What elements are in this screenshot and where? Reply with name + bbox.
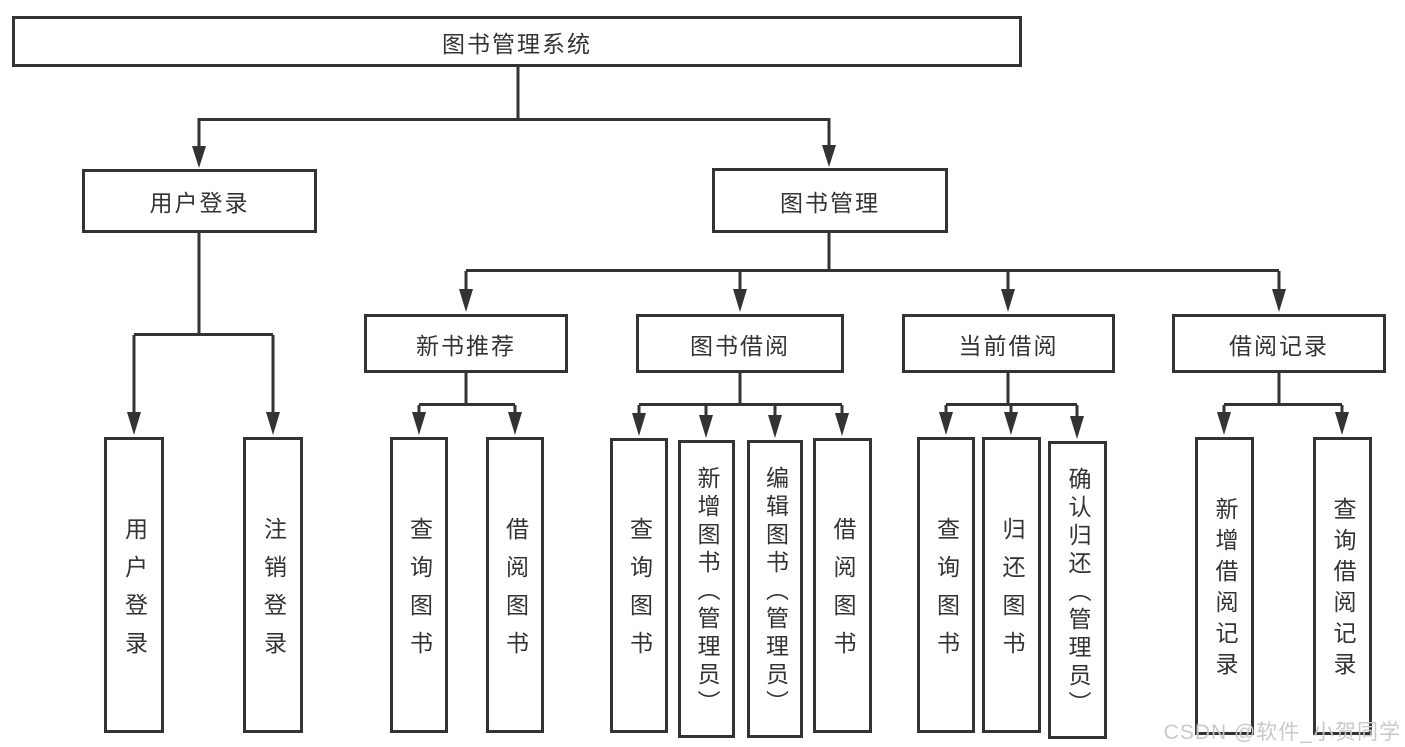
leaf-label: 编辑图书（管理员） <box>762 465 789 718</box>
leaf-rec-borrow-books: 借阅图书 <box>486 437 544 733</box>
leaf-label: 借阅图书 <box>830 517 856 669</box>
node-label: 图书管理系统 <box>442 30 592 57</box>
leaf-label: 归还图书 <box>999 516 1025 669</box>
node-label: 当前借阅 <box>958 332 1059 359</box>
node-current-borrowing: 当前借阅 <box>902 314 1115 373</box>
node-label: 用户登录 <box>149 190 250 216</box>
leaf-label: 查询图书 <box>933 516 960 669</box>
leaf-label: 新增借阅记录 <box>1212 497 1238 683</box>
node-label: 借阅记录 <box>1229 332 1329 359</box>
leaf-label: 注销登录 <box>260 516 287 669</box>
leaf-label: 确认归还（管理员） <box>1065 466 1091 719</box>
leaf-current-confirm-return-admin: 确认归还（管理员） <box>1048 441 1107 739</box>
leaf-current-query-books: 查询图书 <box>917 437 975 733</box>
node-label: 新书推荐 <box>416 332 516 359</box>
leaf-logout: 注销登录 <box>243 437 303 733</box>
watermark: CSDN @软件_小贺同学 <box>1163 721 1401 744</box>
leaf-borrow-borrow-books: 借阅图书 <box>813 438 872 733</box>
leaf-rec-query-books: 查询图书 <box>390 437 448 733</box>
leaf-borrow-edit-books-admin: 编辑图书（管理员） <box>747 440 803 738</box>
leaf-user-login: 用户登录 <box>104 437 164 733</box>
leaf-label: 用户登录 <box>121 516 148 669</box>
node-borrowing-records: 借阅记录 <box>1172 314 1386 373</box>
node-book-management: 图书管理 <box>712 168 948 233</box>
leaf-label: 查询图书 <box>626 517 653 669</box>
leaf-borrow-query-books: 查询图书 <box>610 438 668 733</box>
leaf-records-add-record: 新增借阅记录 <box>1195 437 1254 735</box>
leaf-label: 借阅图书 <box>502 516 529 669</box>
node-user-login: 用户登录 <box>82 169 317 233</box>
node-library-management-system: 图书管理系统 <box>12 16 1022 67</box>
node-book-borrowing: 图书借阅 <box>636 314 844 373</box>
node-new-book-recommendation: 新书推荐 <box>364 314 568 373</box>
leaf-label: 查询借阅记录 <box>1330 497 1356 683</box>
leaf-borrow-add-books-admin: 新增图书（管理员） <box>678 440 735 738</box>
leaf-records-query-record: 查询借阅记录 <box>1313 437 1372 735</box>
leaf-label: 查询图书 <box>406 516 433 669</box>
leaf-label: 新增图书（管理员） <box>694 465 720 718</box>
leaf-current-return-books: 归还图书 <box>982 437 1041 733</box>
node-label: 图书管理 <box>780 189 880 216</box>
node-label: 图书借阅 <box>690 332 790 359</box>
